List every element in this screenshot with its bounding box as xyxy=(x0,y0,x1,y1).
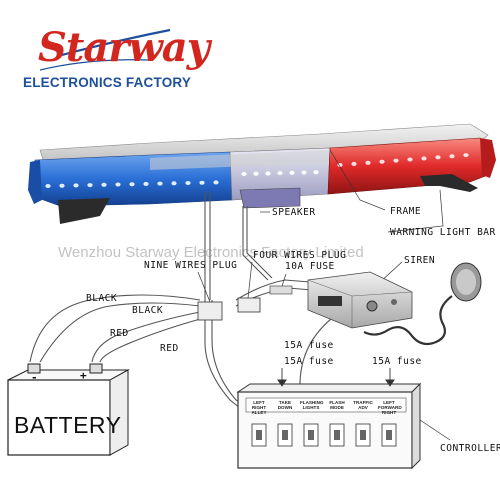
led-dot xyxy=(199,180,205,185)
controller-switch-label: FLASH MODE xyxy=(329,400,345,410)
led-dot xyxy=(73,183,79,188)
wiring xyxy=(29,192,341,413)
led-dot xyxy=(289,170,295,175)
controller-switch-label: LEFT RIGHT ALLEY xyxy=(251,400,267,415)
led-dot xyxy=(463,153,469,158)
controller-switch-rocker xyxy=(334,430,340,440)
warning-light-bar xyxy=(28,123,496,224)
led-dot xyxy=(45,184,51,188)
siren-unit xyxy=(307,271,413,329)
led-dot xyxy=(143,181,149,186)
label-controller: CONTROLLER xyxy=(440,443,500,454)
label-four-wires-plug: FOUR WIRES PLUG xyxy=(253,250,347,261)
logo-swoosh xyxy=(39,28,171,71)
led-dot xyxy=(421,156,427,161)
label-frame: FRAME xyxy=(390,206,422,217)
label-black-1: BLACK xyxy=(86,293,118,304)
led-dot xyxy=(59,183,65,188)
led-dot xyxy=(393,158,399,163)
led-dot xyxy=(407,157,413,162)
led-dot xyxy=(157,181,163,186)
microphone xyxy=(363,262,482,346)
led-dot xyxy=(313,170,319,175)
fuse-arrows xyxy=(277,368,395,387)
led-dot xyxy=(129,182,135,187)
controller-switch-rocker xyxy=(256,430,262,440)
led-dot xyxy=(171,181,177,186)
led-dot xyxy=(379,159,385,164)
led-dot xyxy=(449,154,455,159)
controller-callout-line xyxy=(419,419,451,441)
label-red-2: RED xyxy=(160,343,179,354)
label-ten-a-fuse: 10A FUSE xyxy=(285,261,335,272)
controller-switch-label: FLASHING LIGHTS xyxy=(300,400,324,410)
ten-a-fuse-holder xyxy=(269,285,293,295)
label-warning-light-bar: WARNING LIGHT BAR xyxy=(390,227,496,238)
led-dot xyxy=(435,155,441,160)
watermark-text: Wenzhou Starway Electronics Factory Limi… xyxy=(58,244,364,261)
plug-callout-lines xyxy=(197,261,403,303)
battery-label: BATTERY xyxy=(14,412,122,438)
battery-minus-sign: - xyxy=(31,371,39,384)
label-red-1: RED xyxy=(110,328,129,339)
controller-switch-label: TAKE DOWN xyxy=(277,400,293,410)
led-dot xyxy=(277,171,283,176)
led-array xyxy=(45,153,469,188)
label-nine-wires-plug: NINE WIRES PLUG xyxy=(144,260,238,271)
led-dot xyxy=(265,171,271,176)
led-dot xyxy=(213,180,219,185)
controller-switch-label: LEFT FORWARD RIGHT xyxy=(378,400,402,415)
led-dot xyxy=(115,182,121,187)
led-dot xyxy=(87,183,93,188)
led-dot xyxy=(301,170,307,175)
nine-wires-plug xyxy=(197,301,223,321)
controller-switch-rocker xyxy=(386,430,392,440)
label-fuse-15a-1: 15A fuse xyxy=(284,340,334,351)
controller-switch-rocker xyxy=(308,430,314,440)
battery-body xyxy=(7,363,130,456)
four-wires-plug xyxy=(237,297,261,313)
brand-logo: Starway xyxy=(38,24,210,71)
label-fuse-15a-2: 15A fuse xyxy=(284,356,334,367)
label-black-2: BLACK xyxy=(132,305,164,316)
callout-lines xyxy=(260,149,444,233)
controller-switch-label: TRAFFIC ADV xyxy=(353,400,373,410)
led-dot xyxy=(101,182,107,187)
label-speaker: SPEAKER xyxy=(272,207,316,218)
label-fuse-15a-3: 15A fuse xyxy=(372,356,422,367)
controller-switch-rocker xyxy=(360,430,366,440)
led-dot xyxy=(185,181,191,185)
label-siren: SIREN xyxy=(404,255,436,266)
battery-plus-sign: + xyxy=(80,369,88,382)
controller-switch-rocker xyxy=(282,430,288,440)
led-dot xyxy=(241,172,247,176)
controller-switches xyxy=(251,423,397,447)
led-dot xyxy=(365,160,371,165)
brand-subtitle: ELECTRONICS FACTORY xyxy=(23,75,192,90)
led-dot xyxy=(253,171,259,176)
led-dot xyxy=(351,161,357,166)
